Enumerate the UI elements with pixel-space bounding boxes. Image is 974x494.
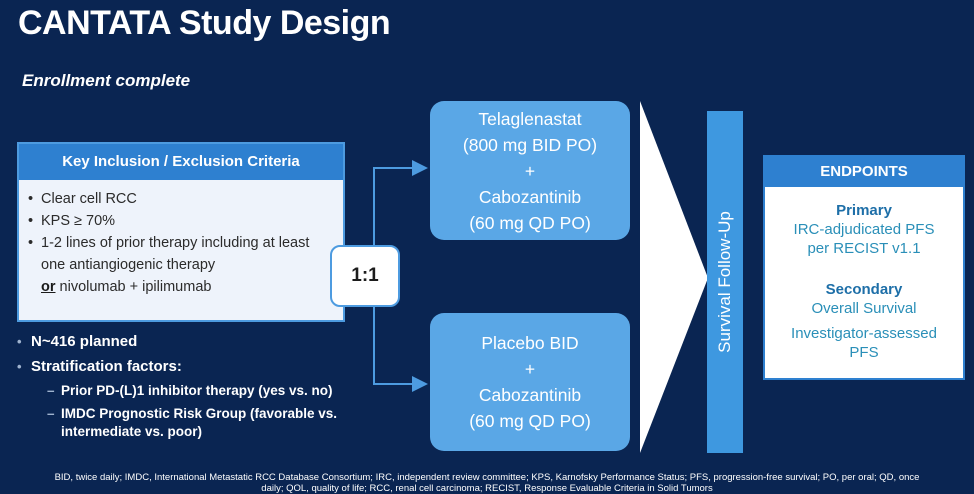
survival-followup-bar: Survival Follow-Up bbox=[707, 111, 743, 453]
arm1-combo-dose: (60 mg QD PO) bbox=[469, 212, 591, 233]
arm1-plus: + bbox=[524, 160, 536, 181]
planned-n: N~416 planned bbox=[17, 331, 377, 352]
primary-endpoint-criteria: per RECIST v1.1 bbox=[807, 240, 921, 257]
primary-label: Primary bbox=[836, 202, 892, 219]
arm2-combo-drug: Cabozantinib bbox=[478, 385, 582, 405]
arm2-combo-dose: (60 mg QD PO) bbox=[469, 411, 591, 431]
secondary-endpoint: Overall Survival bbox=[811, 300, 917, 317]
stratification-item: IMDC Prognostic Risk Group (favorable vs… bbox=[47, 405, 377, 441]
arm1-combo-drug: Cabozantinib bbox=[478, 186, 582, 207]
stratification-label: Stratification factors: bbox=[17, 356, 377, 377]
criteria-item: 1-2 lines of prior therapy including at … bbox=[28, 232, 335, 298]
footnote-line: daily; QOL, quality of life; RCC, renal … bbox=[261, 483, 713, 494]
arm-telaglenastat: Telaglenastat (800 mg BID PO) + Cabozant… bbox=[430, 101, 630, 240]
criteria-item: KPS ≥ 70% bbox=[28, 210, 335, 232]
criteria-list: Clear cell RCC KPS ≥ 70% 1-2 lines of pr… bbox=[19, 180, 343, 298]
arm-placebo: Placebo BID + Cabozantinib (60 mg QD PO) bbox=[430, 313, 630, 451]
criteria-item: Clear cell RCC bbox=[28, 188, 335, 210]
stratification-item: Prior PD-(L)1 inhibitor therapy (yes vs.… bbox=[47, 382, 377, 400]
arm2-drug: Placebo BID bbox=[481, 333, 579, 353]
endpoints-box: ENDPOINTS Primary IRC-adjudicated PFS pe… bbox=[763, 155, 965, 380]
abbreviations-footnote: BID, twice daily; IMDC, International Me… bbox=[0, 472, 974, 494]
enrollment-details: N~416 planned Stratification factors: Pr… bbox=[17, 331, 377, 441]
connector-to-arm1 bbox=[373, 160, 428, 246]
criteria-box: Key Inclusion / Exclusion Criteria Clear… bbox=[17, 142, 345, 322]
randomization-ratio: 1:1 bbox=[330, 245, 400, 307]
arm1-drug: Telaglenastat bbox=[478, 108, 582, 129]
connector-to-arm2 bbox=[373, 306, 428, 392]
enrollment-status: Enrollment complete bbox=[22, 71, 191, 90]
primary-endpoint: IRC-adjudicated PFS bbox=[793, 221, 935, 238]
criteria-or-rest: nivolumab + ipilimumab bbox=[55, 279, 212, 295]
secondary-label: Secondary bbox=[825, 281, 903, 298]
secondary-endpoint: PFS bbox=[849, 344, 879, 361]
endpoints-header: ENDPOINTS bbox=[765, 157, 963, 187]
slide-title: CANTATA Study Design bbox=[18, 4, 391, 42]
secondary-endpoint: Investigator-assessed bbox=[791, 325, 937, 342]
convergence-arrow bbox=[640, 101, 708, 453]
criteria-item-text: 1-2 lines of prior therapy including at … bbox=[41, 235, 310, 273]
criteria-or-word: or bbox=[41, 279, 56, 295]
footnote-line: BID, twice daily; IMDC, International Me… bbox=[54, 472, 920, 483]
criteria-header: Key Inclusion / Exclusion Criteria bbox=[19, 144, 343, 180]
arm1-dose: (800 mg BID PO) bbox=[462, 134, 598, 155]
arm2-plus: + bbox=[524, 359, 536, 379]
followup-label: Survival Follow-Up bbox=[715, 211, 735, 353]
